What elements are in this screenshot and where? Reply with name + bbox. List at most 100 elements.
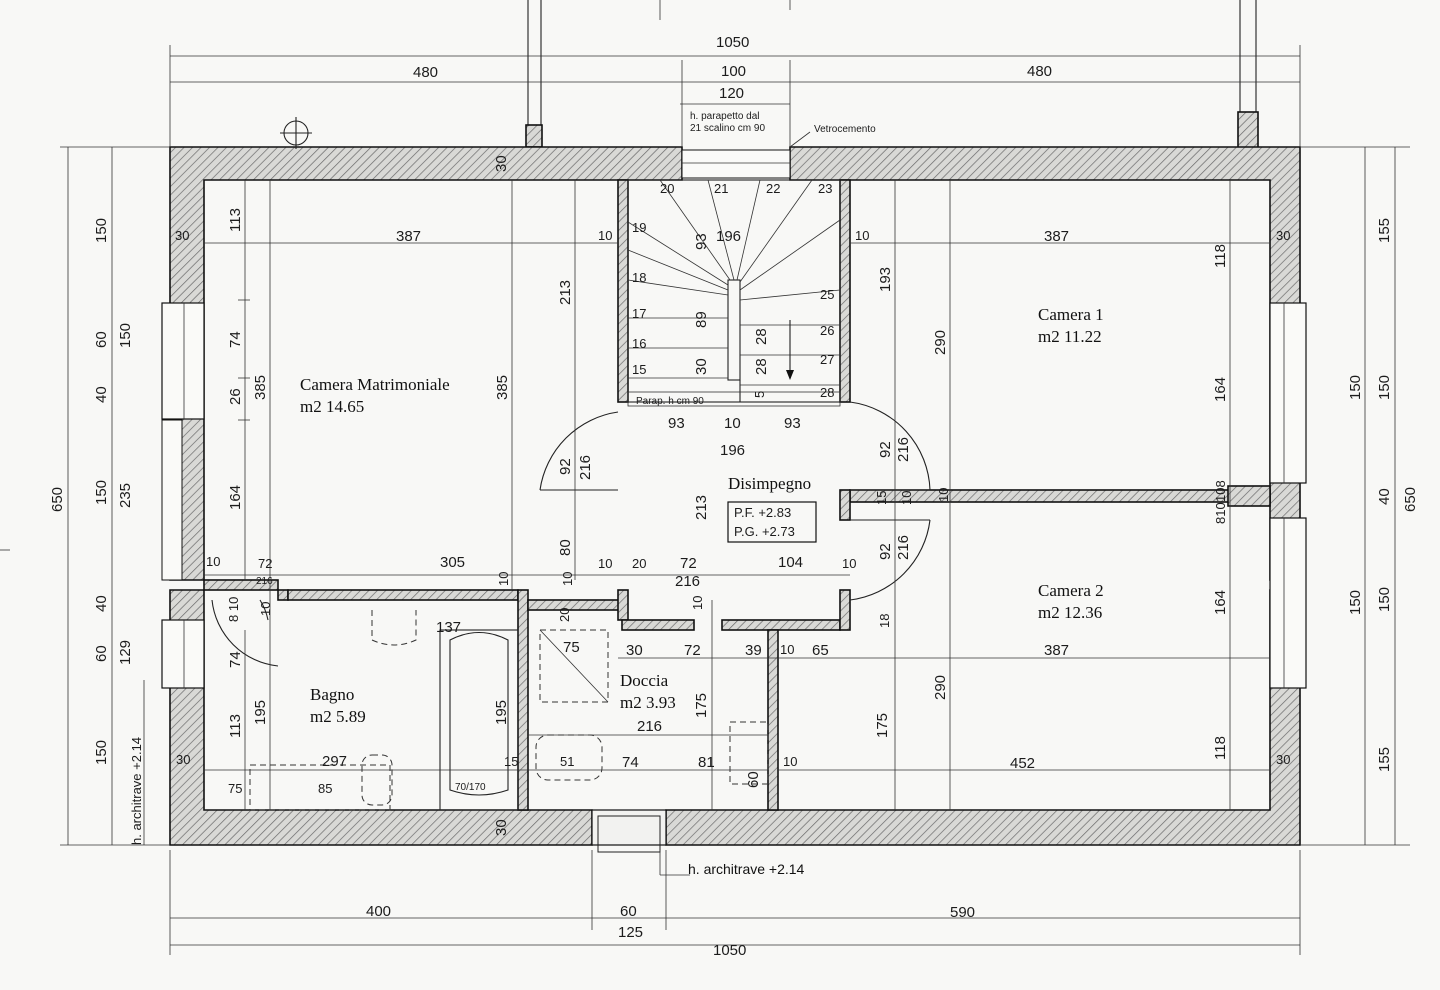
dimensions-vertical: 650 150 60 40 150 40 60 150 150 235 129 …: [49, 155, 1419, 836]
svg-text:20: 20: [632, 556, 646, 571]
svg-text:10: 10: [780, 642, 794, 657]
svg-text:113: 113: [227, 714, 244, 738]
svg-text:25: 25: [820, 287, 834, 302]
svg-text:113: 113: [227, 208, 244, 232]
disimpegno-name: Disimpegno: [728, 474, 811, 493]
svg-text:118: 118: [1212, 736, 1229, 760]
svg-text:93: 93: [693, 233, 710, 250]
svg-text:195: 195: [493, 700, 510, 725]
svg-text:387: 387: [1044, 642, 1069, 659]
svg-text:23: 23: [818, 181, 832, 196]
svg-text:216: 216: [637, 718, 662, 735]
svg-text:10: 10: [690, 596, 705, 610]
svg-text:650: 650: [49, 487, 66, 512]
svg-text:10: 10: [899, 491, 914, 505]
svg-text:92: 92: [877, 543, 894, 560]
svg-text:10: 10: [855, 228, 869, 243]
svg-text:16: 16: [632, 336, 646, 351]
svg-text:60: 60: [745, 771, 762, 788]
svg-text:93: 93: [668, 415, 685, 432]
master-area: m2 14.65: [300, 397, 364, 416]
svg-text:65: 65: [812, 642, 829, 659]
svg-text:75: 75: [228, 781, 242, 796]
svg-text:1050: 1050: [716, 34, 749, 51]
notes: h. parapetto dal 21 scalino cm 90 Vetroc…: [129, 111, 876, 877]
vetrocemento-note: Vetrocemento: [814, 124, 876, 135]
svg-text:10: 10: [598, 228, 612, 243]
svg-text:93: 93: [784, 415, 801, 432]
svg-text:193: 193: [877, 267, 894, 292]
chimney-pipes: [525, 0, 1259, 149]
svg-text:10: 10: [842, 556, 856, 571]
svg-text:175: 175: [874, 713, 891, 738]
bagno-name: Bagno: [310, 685, 354, 704]
svg-text:290: 290: [932, 330, 949, 355]
svg-text:196: 196: [720, 442, 745, 459]
svg-text:10: 10: [496, 572, 511, 586]
svg-text:89: 89: [693, 311, 710, 328]
svg-text:26: 26: [820, 323, 834, 338]
svg-text:30: 30: [626, 642, 643, 659]
svg-text:216: 216: [895, 535, 912, 560]
svg-text:10: 10: [206, 554, 220, 569]
svg-text:216: 216: [675, 573, 700, 590]
svg-text:21: 21: [714, 181, 728, 196]
svg-text:10: 10: [724, 415, 741, 432]
svg-text:810: 810: [1213, 502, 1228, 524]
svg-text:305: 305: [440, 554, 465, 571]
svg-text:30: 30: [175, 228, 189, 243]
svg-text:72: 72: [258, 556, 272, 571]
svg-text:10: 10: [258, 602, 273, 616]
fixtures: [249, 610, 769, 811]
svg-text:235: 235: [117, 483, 134, 508]
svg-text:74: 74: [227, 651, 244, 668]
svg-text:74: 74: [227, 331, 244, 348]
door-swings: [211, 401, 931, 667]
svg-text:590: 590: [950, 904, 975, 921]
svg-text:60: 60: [93, 331, 110, 348]
svg-text:155: 155: [1376, 218, 1393, 243]
svg-text:85: 85: [318, 781, 332, 796]
svg-text:400: 400: [366, 903, 391, 920]
parapetto-note-1: h. parapetto dal: [690, 111, 760, 122]
master-name: Camera Matrimoniale: [300, 375, 450, 394]
architrave-left-note: h. architrave +2.14: [129, 737, 144, 845]
svg-text:164: 164: [1212, 377, 1229, 402]
svg-text:155: 155: [1376, 747, 1393, 772]
svg-text:17: 17: [632, 306, 646, 321]
svg-text:26: 26: [227, 388, 244, 405]
svg-text:150: 150: [93, 740, 110, 765]
svg-text:40: 40: [1376, 488, 1393, 505]
north-symbol-icon: [280, 117, 312, 149]
disimpegno-pg: P.G. +2.73: [734, 524, 795, 539]
bath-fixture-note: 70/170: [455, 782, 486, 793]
svg-text:10: 10: [598, 556, 612, 571]
svg-text:10: 10: [560, 572, 575, 586]
architrave-bottom-note: h. architrave +2.14: [688, 861, 805, 877]
camera2-name: Camera 2: [1038, 581, 1104, 600]
dimension-frame: [60, 45, 1410, 955]
svg-text:72: 72: [684, 642, 701, 659]
svg-text:195: 195: [252, 700, 269, 725]
svg-text:28: 28: [820, 385, 834, 400]
bagno-area: m2 5.89: [310, 707, 366, 726]
svg-text:40: 40: [93, 386, 110, 403]
svg-text:19: 19: [632, 220, 646, 235]
parapetto-note-2: 21 scalino cm 90: [690, 123, 765, 134]
svg-text:385: 385: [494, 375, 511, 400]
svg-text:20: 20: [660, 181, 674, 196]
svg-text:216: 216: [577, 455, 594, 480]
camera1-name: Camera 1: [1038, 305, 1104, 324]
svg-text:30: 30: [493, 819, 510, 836]
svg-text:196: 196: [716, 228, 741, 245]
svg-text:92: 92: [557, 458, 574, 475]
svg-text:125: 125: [618, 924, 643, 941]
svg-text:137: 137: [436, 619, 461, 636]
svg-text:297: 297: [322, 753, 347, 770]
room-labels: Camera Matrimoniale m2 14.65 Camera 1 m2…: [300, 305, 1104, 726]
svg-text:39: 39: [745, 642, 762, 659]
svg-text:92: 92: [877, 441, 894, 458]
svg-text:129: 129: [117, 640, 134, 665]
svg-text:74: 74: [622, 754, 639, 771]
svg-text:15: 15: [874, 491, 889, 505]
